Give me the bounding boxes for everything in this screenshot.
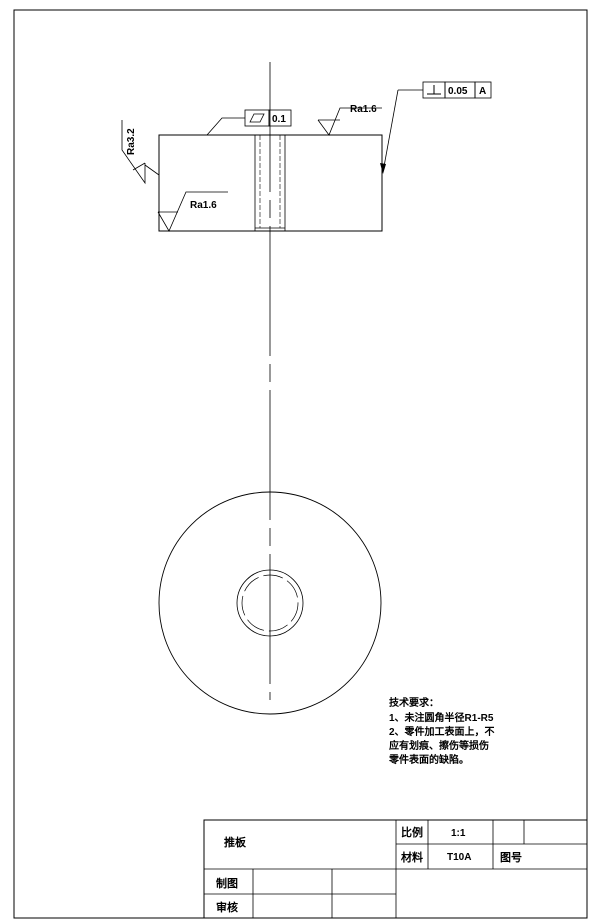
flatness-icon <box>249 113 265 123</box>
scale-value: 1:1 <box>451 828 466 839</box>
roughness-left-label: Ra3.2 <box>126 128 137 155</box>
datum-letter: A <box>479 86 486 97</box>
roughness-left: Ra3.2 <box>121 120 160 185</box>
roughness-bottom-label: Ra1.6 <box>190 200 217 211</box>
hole-circle <box>236 569 304 637</box>
roughness-top: Ra1.6 <box>317 104 382 136</box>
scale-label: 比例 <box>401 825 423 839</box>
drawing-no-label: 图号 <box>500 851 522 864</box>
drawing-frame <box>13 9 588 919</box>
material-value: T10A <box>447 852 471 863</box>
technical-notes: 技术要求： 1、未注圆角半径R1-R5 2、零件加工表面上，不 应有划痕、擦伤等… <box>388 696 495 766</box>
perpendicularity-icon <box>427 85 441 95</box>
note-line-1: 1、未注圆角半径R1-R5 <box>389 711 494 724</box>
note-line-3: 应有划痕、擦伤等损伤 <box>389 739 489 752</box>
material-label: 材料 <box>401 850 423 864</box>
drawn-label: 制图 <box>216 876 238 890</box>
top-view <box>158 491 382 715</box>
part-name: 推板 <box>224 835 247 849</box>
roughness-top-label: Ra1.6 <box>350 104 377 115</box>
part-section-outline <box>158 134 383 232</box>
perpendicularity-tolerance: 0.05 A <box>380 81 492 174</box>
flatness-value: 0.1 <box>272 114 286 125</box>
thread-circle <box>241 574 299 632</box>
title-block: 推板 比例 1:1 材料 T10A 图号 制图 审核 <box>203 819 588 919</box>
front-view <box>158 134 383 232</box>
notes-title: 技术要求： <box>389 696 439 709</box>
checked-label: 审核 <box>216 900 238 914</box>
roughness-bottom-left: Ra1.6 <box>157 191 228 232</box>
note-line-4: 零件表面的缺陷。 <box>388 753 469 766</box>
flatness-tolerance: 0.1 <box>206 109 292 136</box>
outer-circle <box>158 491 382 715</box>
perpendicularity-value: 0.05 <box>448 86 468 97</box>
note-line-2: 2、零件加工表面上，不 <box>389 725 495 738</box>
